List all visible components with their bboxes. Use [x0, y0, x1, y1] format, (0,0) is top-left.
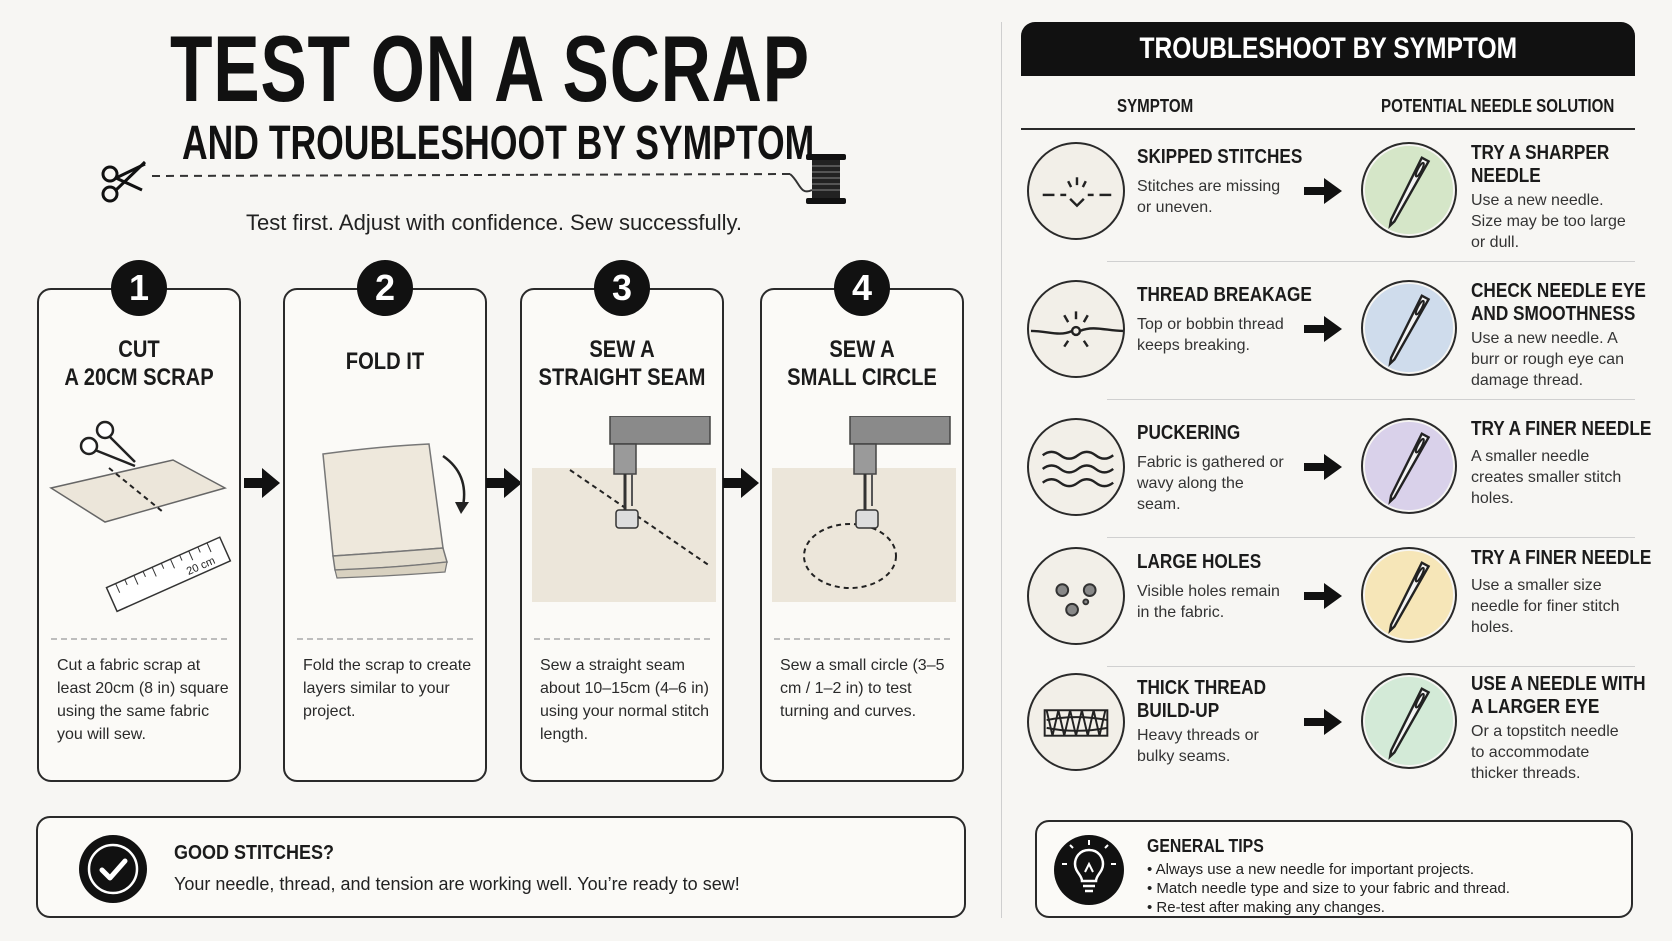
arrow-right-icon	[1304, 583, 1342, 609]
symptom-description: Top or bobbin thread keeps breaking.	[1137, 316, 1284, 354]
step-divider	[534, 638, 710, 640]
needle-icon	[1361, 280, 1457, 376]
row-divider	[1107, 399, 1635, 400]
step-title: FOLD IT	[345, 348, 425, 375]
sewing-machine-icon	[609, 416, 711, 529]
scissors-icon	[79, 420, 136, 468]
thread-spool-icon	[806, 154, 846, 204]
row-divider	[1107, 537, 1635, 538]
column-header-symptom: SYMPTOM	[1117, 96, 1194, 116]
solution-description: Use a smaller size needle for finer stit…	[1471, 577, 1620, 636]
symptom-title: PUCKERING	[1137, 422, 1241, 444]
sewing-machine-icon	[849, 416, 951, 529]
skipped-stitches-icon	[1027, 142, 1125, 240]
needle-icon	[1361, 142, 1457, 238]
symptom-description: Heavy threads or bulky seams.	[1137, 727, 1259, 765]
tip-item: Re-test after making any changes.	[1147, 898, 1510, 917]
row-divider	[1107, 261, 1635, 262]
general-tips-box: GENERAL TIPS Always use a new needle for…	[1035, 820, 1633, 918]
ruler-icon: 20 cm	[105, 536, 232, 613]
folded-fabric-illustration	[322, 443, 469, 579]
lightbulb-icon	[1054, 835, 1124, 905]
step-number: 2	[357, 260, 413, 316]
large-holes-icon	[1027, 547, 1125, 645]
solution-title: TRY A FINER NEEDLE	[1471, 418, 1652, 440]
symptom-title: LARGE HOLES	[1137, 551, 1262, 573]
good-stitches-title: GOOD STITCHES?	[174, 842, 335, 864]
step-divider	[51, 638, 227, 640]
arrow-right-icon	[486, 468, 522, 498]
troubleshoot-header: TROUBLESHOOT BY SYMPTOM	[1021, 22, 1635, 76]
page-subtitle: AND TROUBLESHOOT BY SYMPTOM	[182, 117, 815, 170]
step-description: Fold the scrap to create layers similar …	[303, 657, 472, 720]
troubleshoot-row: LARGE HOLES Visible holes remain in the f…	[1021, 537, 1651, 667]
good-stitches-box: GOOD STITCHES? Your needle, thread, and …	[36, 816, 966, 918]
checkmark-icon	[79, 835, 147, 903]
tip-item: Match needle type and size to your fabri…	[1147, 879, 1510, 898]
arrow-right-icon	[244, 468, 280, 498]
step-number: 4	[834, 260, 890, 316]
arrow-right-icon	[1304, 454, 1342, 480]
general-tips-title: GENERAL TIPS	[1147, 836, 1264, 856]
thick-thread-icon	[1027, 673, 1125, 771]
step-description: Sew a small circle (3–5 cm / 1–2 in) to …	[780, 657, 945, 720]
tagline: Test first. Adjust with confidence. Sew …	[246, 210, 743, 235]
panel-divider	[1001, 22, 1002, 918]
step-number: 1	[111, 260, 167, 316]
row-divider	[1107, 666, 1635, 667]
arrow-right-icon	[1304, 178, 1342, 204]
arrow-right-icon	[1304, 316, 1342, 342]
symptom-title: THREAD BREAKAGE	[1137, 284, 1312, 306]
step-divider	[774, 638, 950, 640]
puckering-icon	[1027, 418, 1125, 516]
solution-title: TRY A FINER NEEDLE	[1471, 547, 1652, 569]
header-rule	[1021, 128, 1635, 130]
good-stitches-text: Your needle, thread, and tension are wor…	[174, 874, 740, 894]
troubleshoot-row: SKIPPED STITCHES Stitches are missing or …	[1021, 132, 1635, 262]
arrow-right-icon	[723, 468, 759, 498]
step-divider	[297, 638, 473, 640]
solution-description: Use a new needle. Size may be too large …	[1471, 192, 1626, 251]
tip-item: Always use a new needle for important pr…	[1147, 860, 1510, 879]
troubleshoot-row: PUCKERING Fabric is gathered or wavy alon…	[1021, 408, 1651, 538]
arrow-right-icon	[1304, 709, 1342, 735]
step-number: 3	[594, 260, 650, 316]
small-circle-illustration	[772, 416, 956, 602]
column-header-solution: POTENTIAL NEEDLE SOLUTION	[1381, 96, 1615, 116]
solution-description: Use a new needle. A burr or rough eye ca…	[1471, 330, 1624, 389]
symptom-description: Stitches are missing or uneven.	[1137, 178, 1281, 216]
step-card-fold: 2 FOLD IT Fold the scrap to create layer…	[283, 260, 487, 782]
cut-scrap-illustration: 20 cm	[49, 420, 232, 613]
step-description: Sew a straight seam about 10–15cm (4–6 i…	[540, 657, 709, 743]
needle-icon	[1361, 418, 1457, 514]
needle-icon	[1361, 673, 1457, 769]
symptom-description: Fabric is gathered or wavy along the sea…	[1137, 454, 1284, 513]
scissors-dashed-line	[101, 154, 846, 204]
troubleshoot-row: THREAD BREAKAGE Top or bobbin thread keep…	[1021, 270, 1646, 400]
scissors-icon	[101, 160, 147, 203]
page-title: TEST ON A SCRAP	[170, 16, 810, 121]
needle-icon	[1361, 547, 1457, 643]
symptom-description: Visible holes remain in the fabric.	[1137, 583, 1280, 621]
symptom-title: SKIPPED STITCHES	[1137, 146, 1303, 168]
general-tips-list: Always use a new needle for important pr…	[1147, 860, 1510, 917]
step-description: Cut a fabric scrap at least 20cm (8 in) …	[57, 657, 229, 743]
thread-breakage-icon	[1027, 280, 1125, 378]
solution-description: Or a topstitch needle to accommodate thi…	[1471, 723, 1619, 782]
solution-description: A smaller needle creates smaller stitch …	[1471, 448, 1622, 507]
straight-seam-illustration	[532, 416, 716, 602]
